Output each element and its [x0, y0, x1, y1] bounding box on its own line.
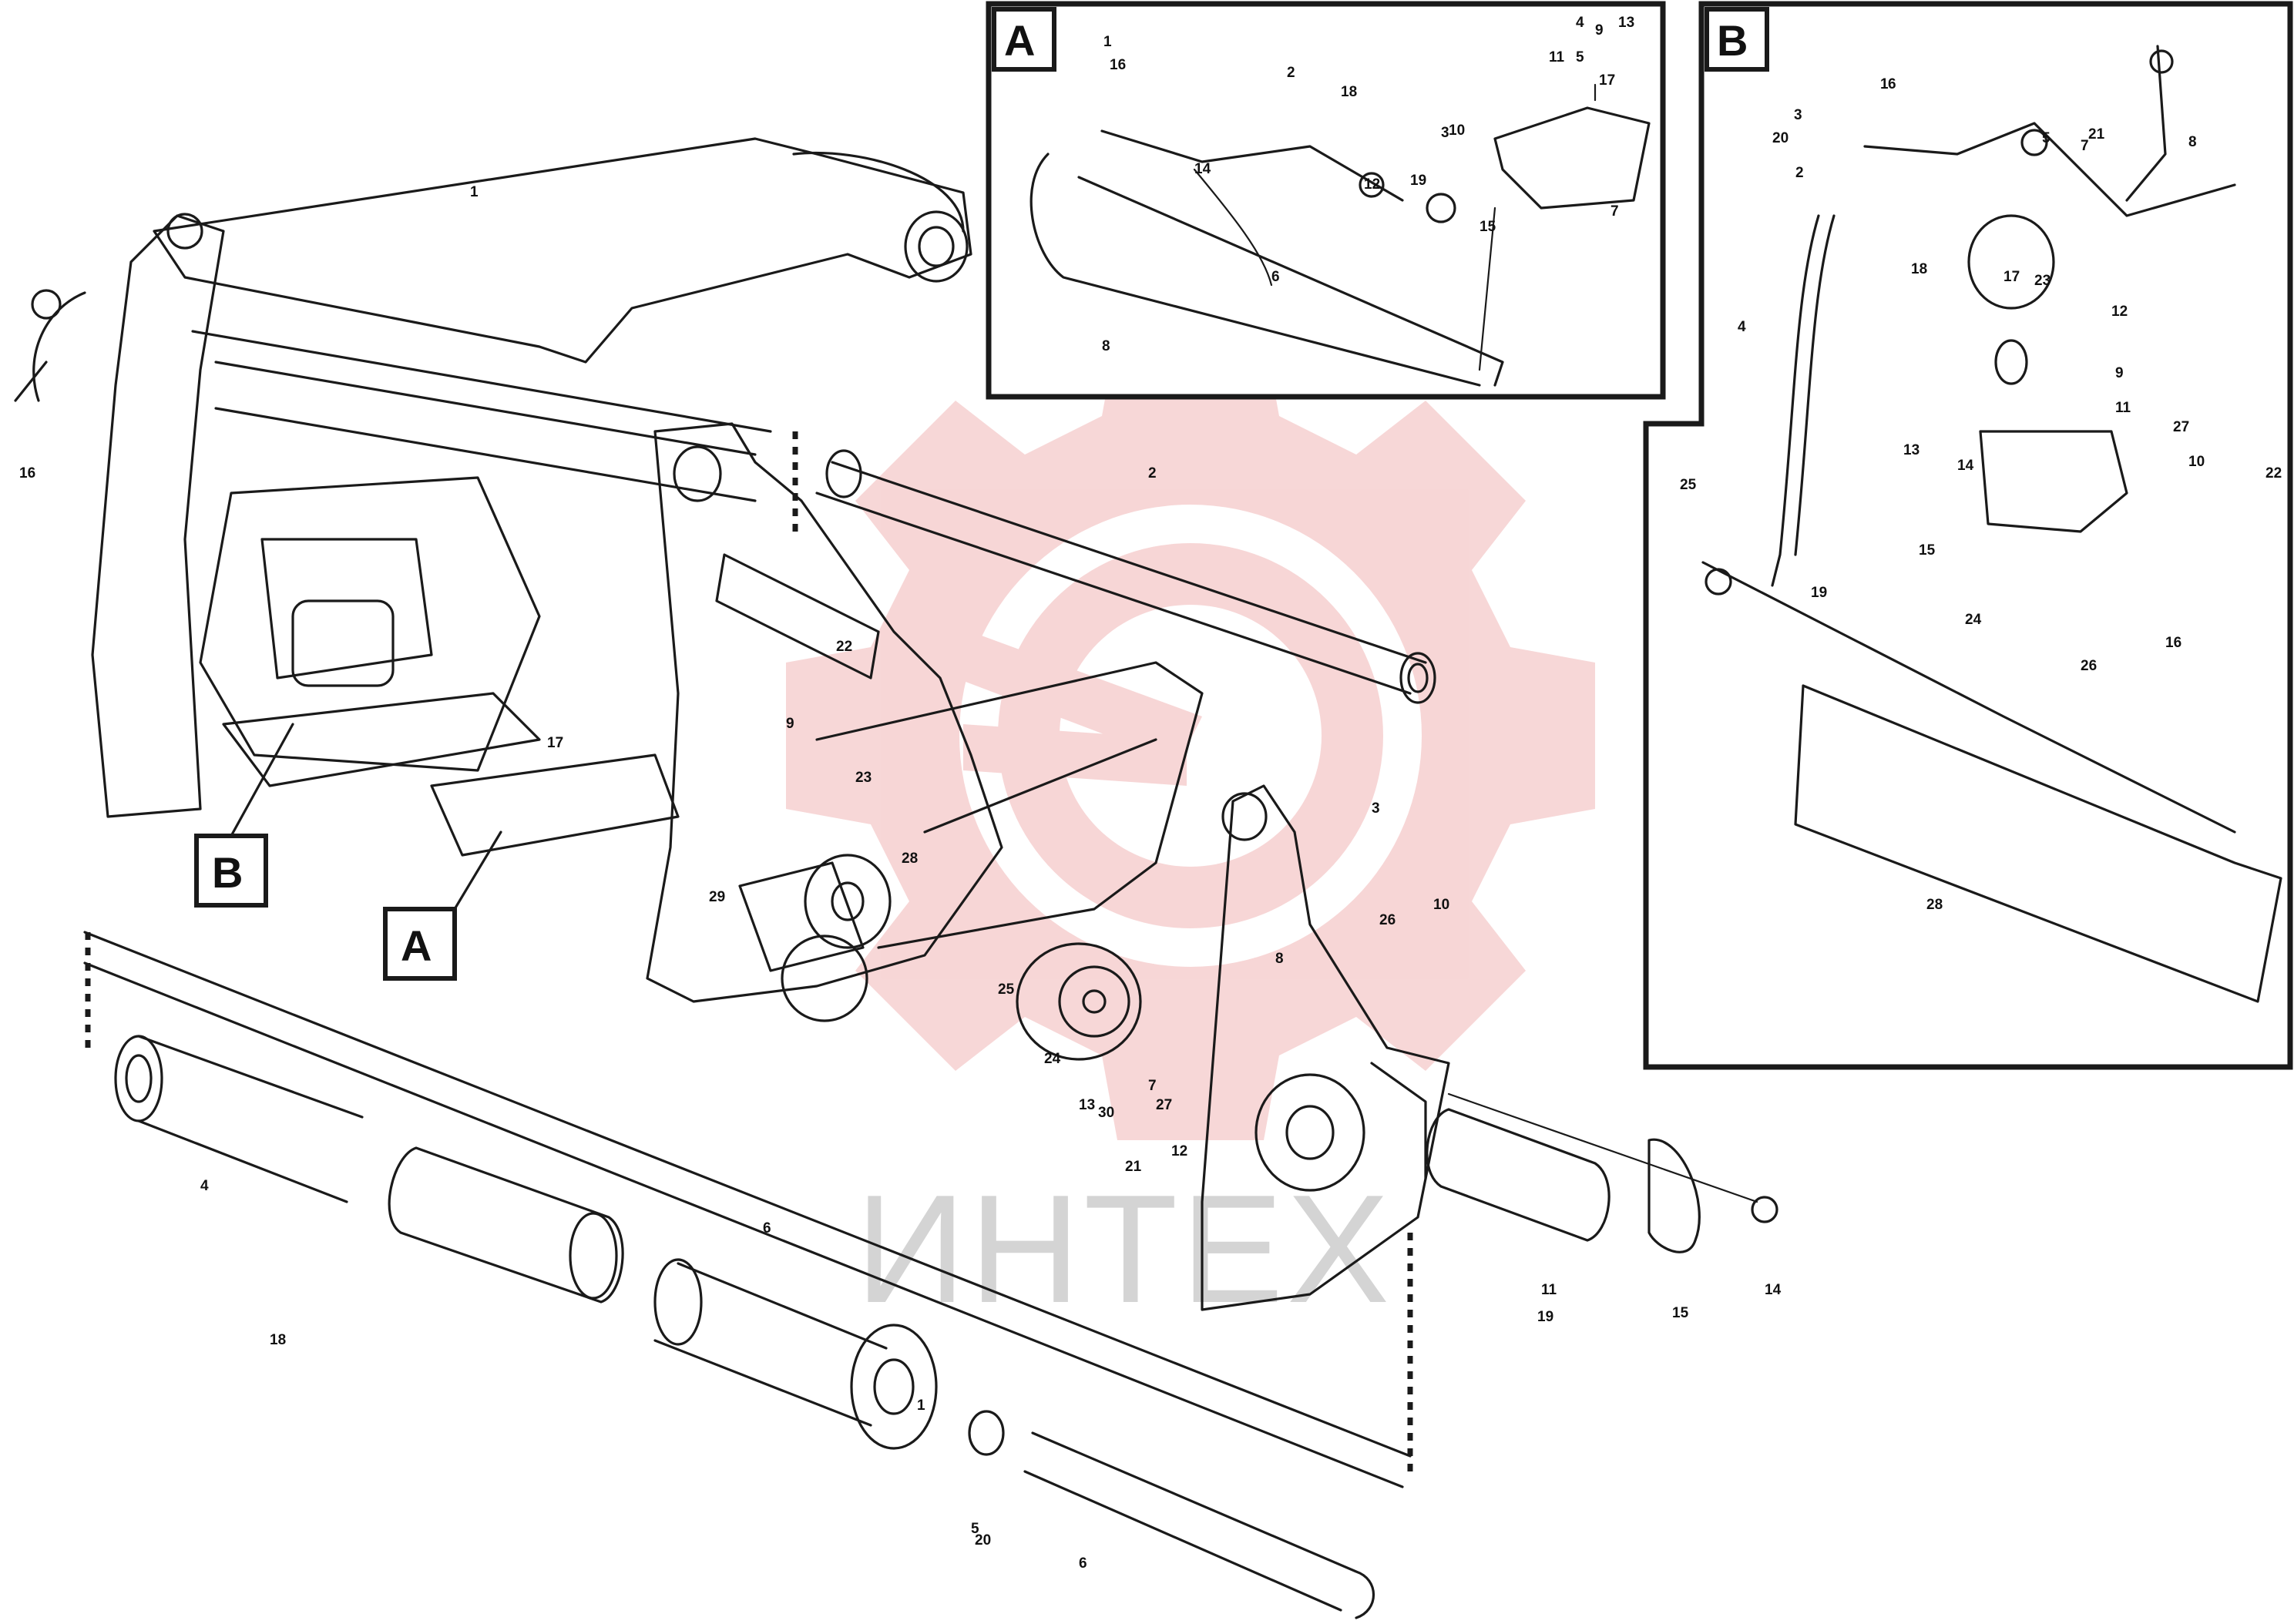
callout-detail-a-1: 1 [1103, 34, 1112, 50]
callout-detail-a-6: 6 [1271, 269, 1280, 285]
callout-main-28: 26 [1379, 912, 1396, 928]
callout-detail-b-20: 20 [1772, 130, 1789, 146]
callout-detail-a-3: 3 [1441, 125, 1449, 141]
callout-detail-b-14: 14 [1957, 458, 1974, 474]
callout-main-4: 3 [1372, 800, 1380, 817]
callout-main-32: 30 [1098, 1105, 1114, 1121]
callout-detail-b-19: 19 [1811, 585, 1827, 601]
callout-main-15: 13 [1079, 1097, 1095, 1113]
callout-detail-b-21: 21 [2088, 126, 2105, 143]
callout-detail-b-3: 3 [1794, 107, 1802, 123]
callout-main-14: 12 [1171, 1143, 1187, 1159]
callout-detail-a-5: 5 [1576, 49, 1584, 65]
detail-b-tag: B [1717, 16, 1748, 65]
callout-detail-b-18: 18 [1911, 261, 1927, 277]
callout-main-23: 21 [1125, 1159, 1142, 1175]
callout-main-25: 23 [855, 770, 872, 786]
watermark-text: ИНТЕХ [855, 1163, 1392, 1335]
callout-main-24: 22 [836, 639, 852, 655]
callout-main-13: 11 [1541, 1282, 1557, 1298]
callout-detail-a-17: 17 [1599, 72, 1615, 89]
callout-detail-a-2: 2 [1287, 65, 1295, 81]
callout-detail-a-8: 8 [1102, 338, 1110, 354]
callout-detail-b-9: 9 [2115, 365, 2124, 381]
callout-main-6: 5 [971, 1521, 979, 1537]
callout-detail-a-15: 15 [1480, 219, 1496, 235]
callout-main-17: 15 [1672, 1305, 1689, 1321]
callout-detail-a-11: 11 [1549, 49, 1565, 65]
callout-main-27: 25 [998, 981, 1015, 998]
callout-main-29: 27 [1156, 1097, 1172, 1113]
callout-detail-a-14: 14 [1194, 161, 1211, 177]
callout-detail-a-10: 10 [1449, 122, 1465, 139]
callout-detail-b-23: 23 [2034, 273, 2050, 289]
callout-detail-b-10: 10 [2188, 454, 2205, 470]
callout-main-9: 7 [1148, 1078, 1157, 1094]
detail-b-panel: B [1643, 1, 2293, 1070]
callout-detail-b-13: 13 [1903, 442, 1920, 458]
callout-detail-b-7: 7 [2081, 138, 2089, 154]
section-tag-b-main: B [194, 723, 294, 908]
callout-main-16: 14 [1765, 1282, 1782, 1298]
detail-a-tag: A [1004, 16, 1035, 65]
svg-text:A: A [401, 921, 432, 970]
callout-detail-b-8: 8 [2188, 134, 2197, 150]
callout-detail-a-12: 12 [1364, 176, 1380, 193]
callout-main-30: 28 [902, 851, 918, 867]
callout-main-31: 29 [709, 889, 725, 905]
detail-a-panel: A [986, 1, 1666, 400]
callout-main-1: 1 [470, 184, 479, 200]
callout-main-10: 8 [1275, 951, 1284, 967]
callout-main-11: 9 [786, 716, 794, 732]
callout-detail-a-19: 19 [1410, 173, 1426, 189]
callout-main-3: 2 [1148, 465, 1157, 481]
callout-main-8: 6 [1079, 1555, 1087, 1572]
callout-main-21: 19 [1537, 1309, 1553, 1325]
callout-detail-b-17: 17 [2003, 269, 2020, 285]
callout-detail-a-13: 13 [1618, 15, 1634, 31]
callout-detail-a-16: 16 [1110, 57, 1126, 73]
callout-main-7: 6 [763, 1220, 771, 1236]
callout-detail-a-7: 7 [1611, 203, 1619, 220]
callout-main-26: 24 [1044, 1051, 1061, 1067]
callout-detail-b-1: 1 [1880, 76, 1889, 92]
callout-detail-a-4: 4 [1576, 15, 1584, 31]
callout-detail-b-6: 6 [1888, 76, 1896, 92]
callout-detail-a-9: 9 [1595, 22, 1604, 39]
callout-detail-b-27: 27 [2173, 419, 2189, 435]
callout-main-22: 20 [975, 1532, 991, 1549]
callout-layer: 1123456678910111213141516171819202122232… [19, 15, 2282, 1572]
callout-detail-b-2: 2 [1795, 165, 1804, 181]
callout-detail-a-18: 18 [1341, 84, 1357, 100]
callout-main-18: 16 [19, 465, 35, 481]
callout-detail-b-26: 26 [2081, 658, 2097, 674]
callout-main-20: 18 [270, 1332, 286, 1348]
callout-detail-b-22: 22 [2265, 465, 2282, 481]
main-assembly-drawing [14, 137, 1778, 1619]
callout-detail-b-28: 28 [1926, 897, 1943, 913]
callout-detail-b-15: 15 [1919, 542, 1936, 559]
callout-main-12: 10 [1433, 897, 1449, 913]
callout-detail-b-5: 5 [2042, 130, 2050, 146]
callout-detail-b-11: 11 [2115, 400, 2131, 416]
callout-detail-b-24: 24 [1965, 612, 1982, 628]
callout-detail-b-4: 4 [1738, 319, 1746, 335]
callout-detail-b-12: 12 [2111, 304, 2128, 320]
callout-detail-b-25: 25 [1680, 477, 1697, 493]
callout-main-5: 4 [200, 1178, 209, 1194]
svg-text:B: B [212, 848, 243, 897]
callout-main-2: 1 [917, 1398, 925, 1414]
section-tag-a-main: A [383, 830, 502, 981]
callout-detail-b-16: 16 [2165, 635, 2181, 651]
callout-main-19: 17 [547, 735, 563, 751]
